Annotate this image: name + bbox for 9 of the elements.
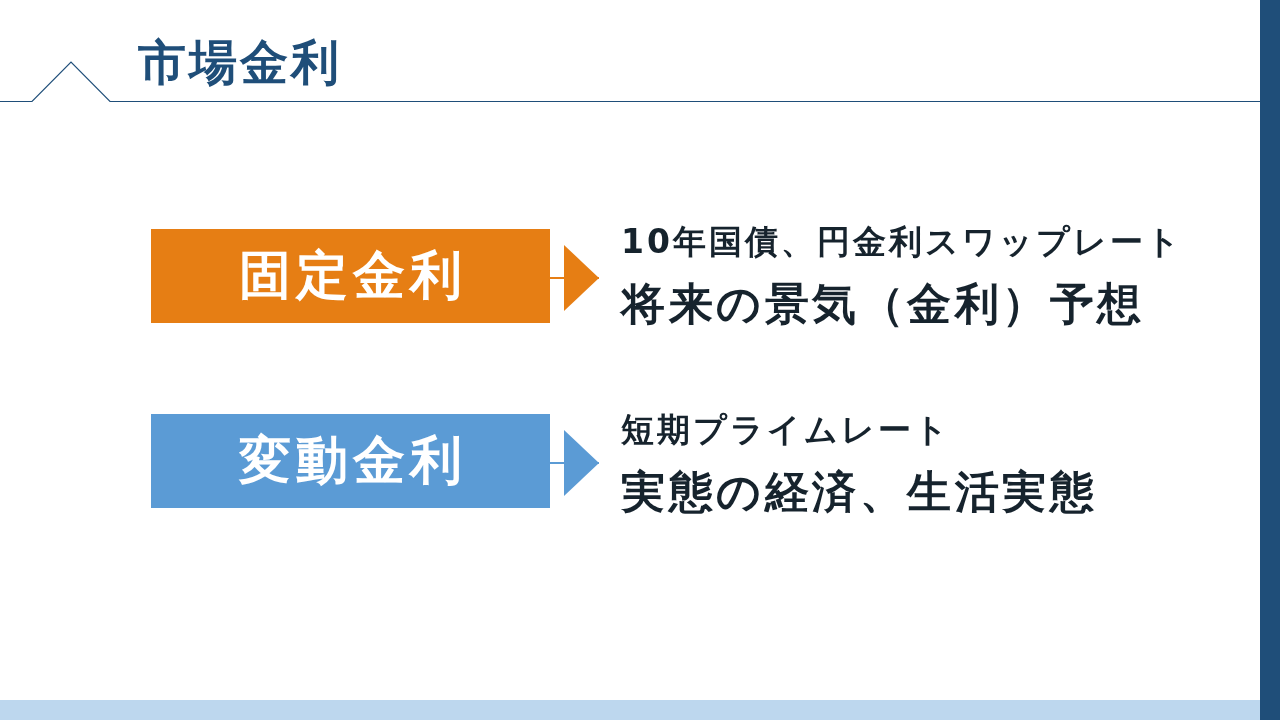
arrow <box>549 245 600 311</box>
title: 市場金利 <box>138 37 342 87</box>
subheading: 短期プライムレート <box>621 413 951 446</box>
subheading: 10年国債、円金利スワップレート <box>621 225 1183 258</box>
arrow <box>549 430 600 496</box>
label-box: 変動金利 <box>151 414 550 508</box>
heading: 将来の景気（金利）予想 <box>621 282 1145 326</box>
heading: 実態の経済、生活実態 <box>621 470 1097 514</box>
label-box: 固定金利 <box>151 229 550 323</box>
